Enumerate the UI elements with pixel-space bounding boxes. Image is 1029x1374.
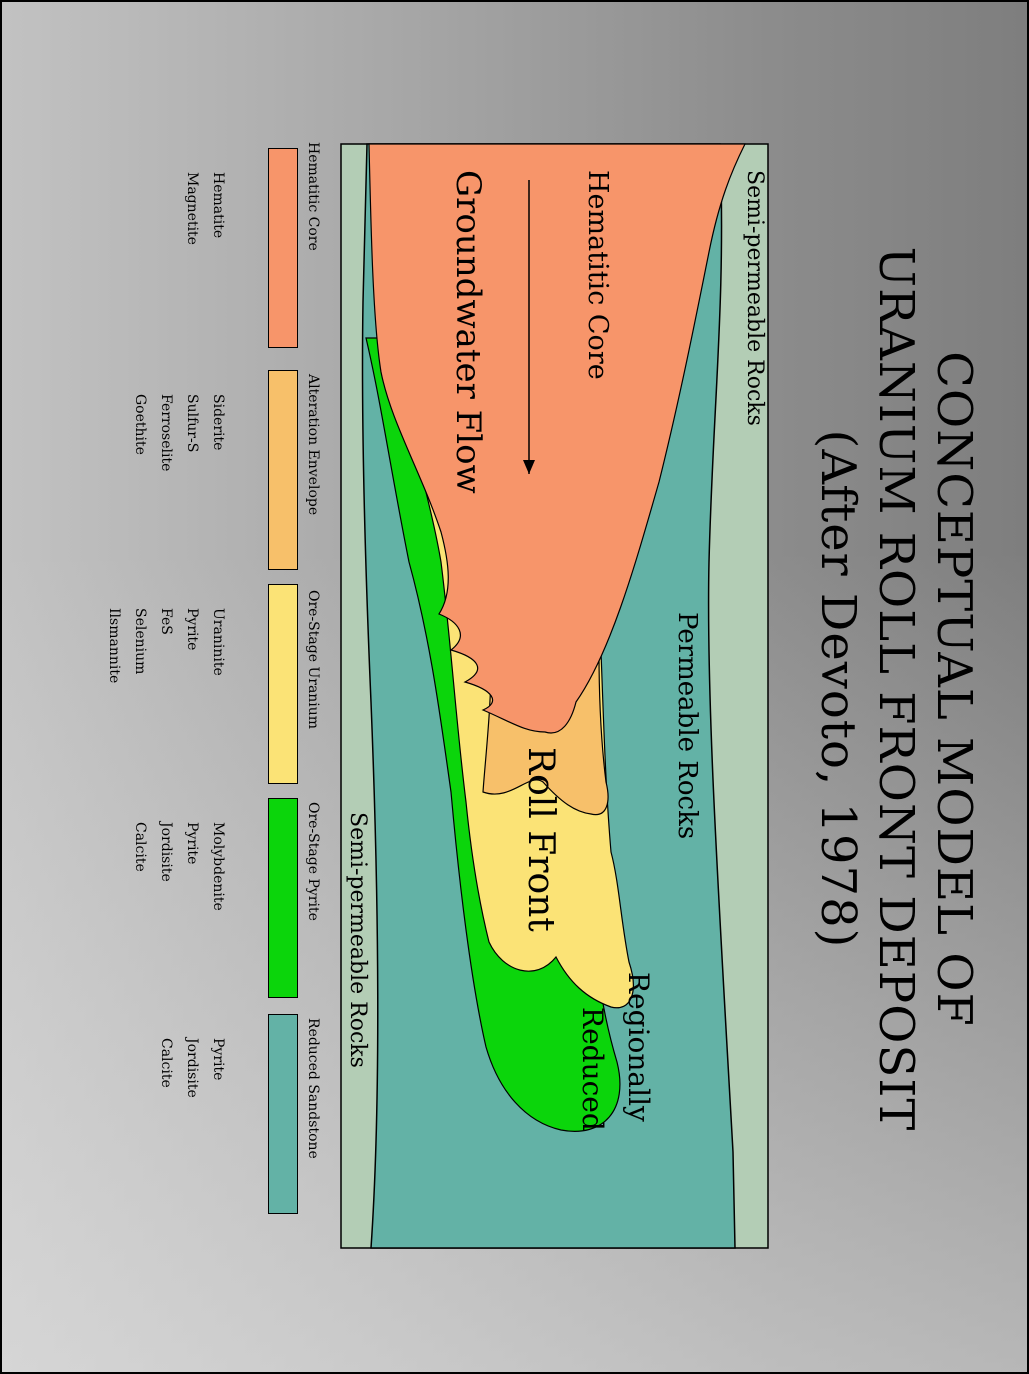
legend-swatch-hematitic-core (268, 148, 298, 348)
legend-mineral: Sulfur-S (184, 394, 200, 453)
legend-mineral: Pyrite (184, 822, 200, 865)
legend-mineral: Siderite (210, 394, 226, 451)
legend-swatch-ore-stage-pyrite (268, 798, 298, 998)
legend-swatch-reduced-sandstone (268, 1014, 298, 1214)
legend-mineral: FeS (158, 608, 174, 635)
legend-mineral: Calcite (132, 822, 148, 872)
legend-mineral: Goethite (132, 394, 148, 455)
legend-heading-reduced-sandstone: Reduced Sandstone (305, 1018, 321, 1159)
label-semi-permeable-bottom: Semi-permeable Rocks (345, 812, 370, 1068)
label-semi-permeable-top: Semi-permeable Rocks (742, 170, 767, 426)
legend-mineral: Jordisite (158, 822, 174, 882)
legend-swatch-alteration (268, 370, 298, 570)
legend-mineral: Pyrite (210, 1038, 226, 1081)
label-permeable-rocks: Permeable Rocks (672, 612, 702, 839)
legend-mineral: Selenium (132, 608, 148, 675)
label-hematitic-core: Hematitic Core (582, 170, 613, 380)
label-reduced: Reduced (576, 1007, 609, 1131)
legend-heading-ore-stage-uranium: Ore-Stage Uranium (305, 590, 321, 730)
legend-mineral: Calcite (158, 1038, 174, 1088)
legend-heading-ore-stage-pyrite: Ore-Stage Pyrite (305, 802, 321, 921)
legend-mineral: Pyrite (184, 608, 200, 651)
hematitic-core-zone (368, 143, 746, 734)
label-regionally: Regionally (622, 972, 655, 1122)
label-groundwater-flow: Groundwater Flow (448, 170, 488, 494)
label-roll-front: Roll Front (520, 747, 561, 932)
legend-swatch-ore-stage-uranium (268, 584, 298, 784)
legend-mineral: Ferroselite (158, 394, 174, 472)
legend-mineral: Molybdenite (210, 822, 226, 911)
legend-heading-hematitic-core: Hematitic Core (305, 142, 321, 251)
legend-mineral: Jordisite (184, 1038, 200, 1098)
legend-mineral: Ilsmannite (106, 608, 122, 684)
legend-mineral: Hematite (210, 172, 226, 239)
groundwater-flow-arrow (523, 180, 535, 474)
legend-heading-alteration: Alteration Envelope (305, 374, 321, 516)
legend-mineral: Magnetite (184, 172, 200, 245)
legend-mineral: Uraninite (210, 608, 226, 676)
